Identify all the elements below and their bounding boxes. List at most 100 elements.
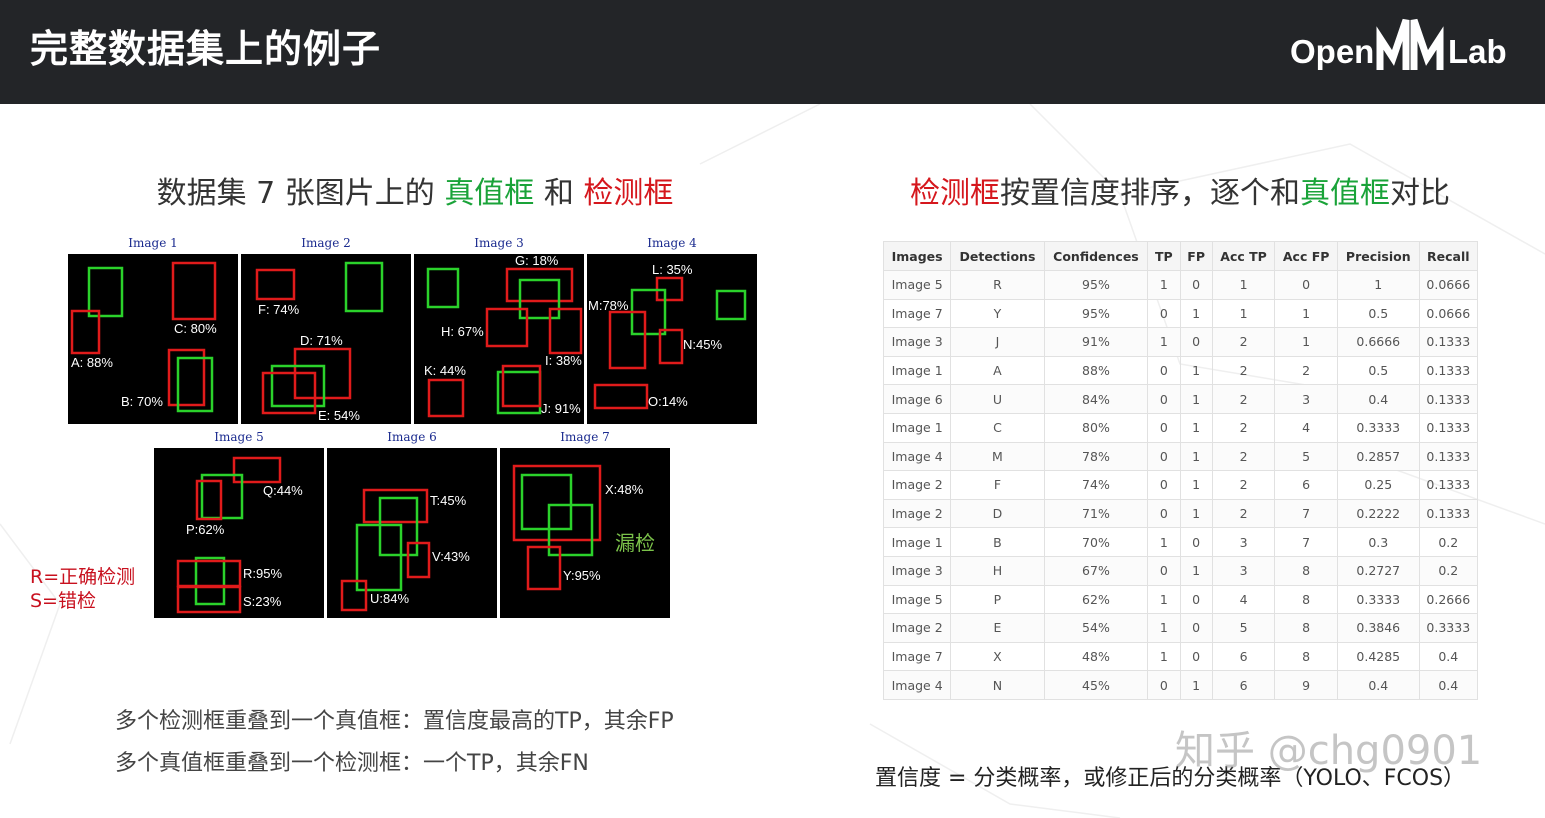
image-canvas: G: 18% H: 67% I: 38% K: 44% J: 91% [414, 254, 584, 424]
table-cell: F [950, 470, 1045, 500]
image-canvas: X:48% Y:95% [500, 448, 670, 618]
table-cell: 1 [1179, 498, 1213, 529]
table-cell: 54% [1043, 613, 1149, 643]
table-cell: 1 [1179, 670, 1213, 700]
column-header: Detections [950, 241, 1045, 271]
table-cell: 1 [1147, 327, 1181, 357]
table-cell: 4 [1211, 584, 1276, 615]
table-cell: 8 [1274, 584, 1338, 615]
table-cell: 0.5 [1336, 355, 1420, 386]
openmmlab-logo: Open Lab [1290, 18, 1507, 70]
det-label: B: 70% [121, 394, 163, 409]
table-cell: X [950, 641, 1045, 672]
det-label: U:84% [370, 591, 409, 606]
table-cell: 1 [1147, 527, 1181, 557]
table-cell: 0 [1147, 498, 1181, 529]
table-cell: Image 3 [882, 555, 952, 586]
table-cell: Image 1 [882, 527, 952, 557]
table-cell: 0.2222 [1336, 498, 1420, 529]
table-cell: 1 [1336, 270, 1420, 300]
gt-box [520, 473, 573, 531]
table-cell: P [950, 584, 1045, 615]
table-cell: 1 [1274, 298, 1338, 329]
left-subtitle-prefix: 数据集 7 张图片上的 [156, 176, 445, 211]
table-cell: 1 [1179, 412, 1213, 443]
table-cell: N [950, 670, 1045, 700]
table-cell: Image 3 [882, 327, 952, 357]
table-cell: 0.4 [1418, 670, 1479, 700]
table-cell: 67% [1043, 555, 1149, 586]
table-cell: 0.4 [1336, 670, 1420, 700]
table-cell: 0 [1179, 270, 1213, 300]
det-box [171, 261, 217, 321]
table-cell: 0.2666 [1418, 584, 1479, 615]
det-label: Y:95% [563, 568, 601, 583]
table-cell: 78% [1043, 441, 1149, 472]
table-cell: Image 1 [882, 355, 952, 386]
det-label: R:95% [243, 566, 282, 581]
table-cell: 0.1333 [1418, 355, 1479, 386]
table-cell: 0.4 [1418, 641, 1479, 672]
table-cell: 0 [1147, 384, 1181, 414]
table-cell: 0 [1179, 584, 1213, 615]
table-cell: 0.5 [1336, 298, 1420, 329]
table-cell: 0 [1274, 270, 1338, 300]
det-box [548, 307, 583, 355]
table-cell: 1 [1211, 270, 1276, 300]
table-cell: 0.2727 [1336, 555, 1420, 586]
table-cell: Image 7 [882, 298, 952, 329]
det-box [485, 307, 529, 348]
table-cell: 4 [1274, 412, 1338, 443]
det-box [505, 267, 574, 303]
table-cell: 3 [1211, 527, 1276, 557]
det-box [261, 371, 317, 415]
table-cell: 0.0666 [1418, 298, 1479, 329]
legend-line-wrong: S=错检 [30, 590, 96, 612]
table-header-row: Images Detections Confidences TP FP Acc … [882, 241, 1479, 271]
table-cell: 2 [1211, 498, 1276, 529]
det-box [340, 579, 368, 612]
confidence-formula: 置信度 = 分类概率，或修正后的分类概率（YOLO、FCOS） [875, 766, 1466, 791]
det-label: F: 74% [258, 302, 300, 317]
image-label: Image 6 [387, 430, 437, 444]
table-cell: 0 [1147, 670, 1181, 700]
right-subtitle: 检测框按置信度排序，逐个和真值框对比 [880, 168, 1480, 212]
det-box [167, 348, 206, 407]
table-cell: 0.1333 [1418, 498, 1479, 529]
table-cell: Image 4 [882, 441, 952, 472]
table-cell: Image 1 [882, 412, 952, 443]
table-cell: 0.3333 [1418, 613, 1479, 643]
table-cell: U [950, 384, 1045, 414]
gt-box [518, 278, 561, 320]
left-subtitle-det: 检测框 [583, 176, 674, 211]
note-line-2: 多个真值框重叠到一个检测框：一个TP，其余FN [115, 751, 589, 776]
table-cell: E [950, 613, 1045, 643]
det-box [406, 541, 431, 579]
table-cell: 0.25 [1336, 470, 1420, 500]
det-label: M:78% [588, 298, 629, 313]
table-cell: 2 [1211, 470, 1276, 500]
table-cell: J [950, 327, 1045, 357]
gt-box [715, 289, 747, 321]
page-title: 完整数据集上的例子 [30, 27, 382, 71]
table-cell: 1 [1179, 298, 1213, 329]
table-cell: 91% [1043, 327, 1149, 357]
table-cell: 0 [1147, 355, 1181, 386]
table-cell: Image 5 [882, 270, 952, 300]
table-cell: M [950, 441, 1045, 472]
table-cell: 80% [1043, 412, 1149, 443]
table-cell: 2 [1274, 355, 1338, 386]
det-label: A: 88% [71, 355, 113, 370]
column-header: FP [1179, 241, 1213, 271]
table-cell: 0.2 [1418, 527, 1479, 557]
table-cell: 0.0666 [1418, 270, 1479, 300]
gt-box [194, 556, 226, 606]
table-cell: Y [950, 298, 1045, 329]
